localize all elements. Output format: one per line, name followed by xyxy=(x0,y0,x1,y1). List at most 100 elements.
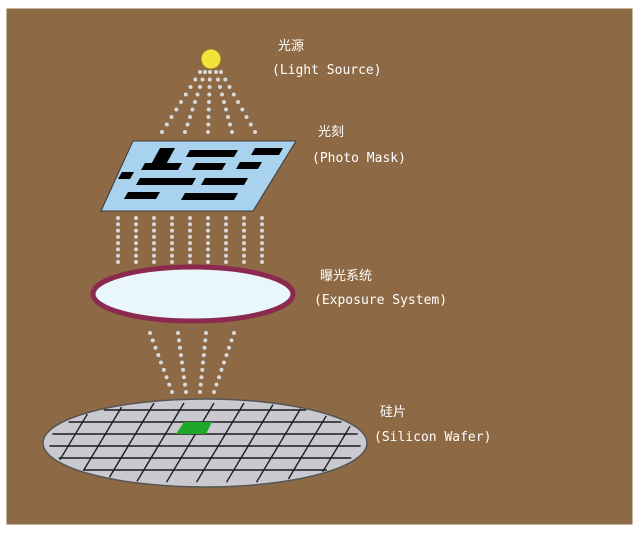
light-dot xyxy=(242,247,246,252)
light-dot xyxy=(227,85,232,89)
light-dot xyxy=(152,222,156,227)
light-dot xyxy=(152,247,156,252)
light-dot xyxy=(206,222,210,227)
light-dot xyxy=(179,353,183,358)
light-dot xyxy=(260,216,264,220)
light-dot xyxy=(116,216,120,220)
light-dot xyxy=(219,70,223,74)
mask-bar xyxy=(186,150,238,157)
light-dot xyxy=(116,228,120,233)
light-dot xyxy=(134,247,138,252)
light-dot xyxy=(230,130,234,134)
light-dot xyxy=(242,241,246,246)
light-dot xyxy=(206,247,210,252)
light-dot xyxy=(222,100,226,104)
light-dot xyxy=(179,100,183,104)
light-dot xyxy=(150,338,155,343)
light-dot xyxy=(178,345,182,350)
light-dot xyxy=(188,216,192,220)
light-dot xyxy=(208,70,212,74)
light-dot xyxy=(206,107,211,112)
light-dot xyxy=(153,345,158,350)
silicon-wafer-label-en: (Silicon Wafer) xyxy=(374,430,491,445)
mask-bar xyxy=(148,148,175,170)
mask-bar xyxy=(118,172,134,179)
light-dot xyxy=(188,247,192,252)
light-dot xyxy=(188,241,192,246)
light-dot xyxy=(148,331,152,335)
light-dot xyxy=(170,253,174,258)
light-dot xyxy=(206,260,210,264)
mask-bar xyxy=(251,148,283,155)
light-dot xyxy=(203,70,207,74)
wafer-disc xyxy=(42,398,368,488)
light-dot xyxy=(169,115,174,119)
exposure-system-label-cn: 曝光系统 xyxy=(320,269,372,284)
light-dot xyxy=(134,216,138,220)
wafer-grid-line xyxy=(255,408,302,483)
light-dot xyxy=(167,382,172,387)
light-dot xyxy=(152,241,156,246)
light-dot xyxy=(206,115,211,119)
light-dot xyxy=(184,390,188,394)
light-dot xyxy=(198,390,202,394)
photo-mask-label-cn: 光刻 xyxy=(318,125,344,140)
light-dot xyxy=(204,331,208,335)
light-dot xyxy=(224,216,228,220)
light-dot xyxy=(190,107,195,112)
light-dot xyxy=(170,228,174,233)
light-dot xyxy=(183,130,187,134)
light-dot xyxy=(232,331,236,335)
light-dot xyxy=(227,345,231,350)
light-dot xyxy=(116,234,120,239)
silicon-wafer-label-cn: 硅片 xyxy=(380,405,406,420)
light-dot xyxy=(207,92,212,97)
light-dot xyxy=(170,260,174,264)
light-dot xyxy=(152,234,156,239)
exposure-system-label-en: (Exposure System) xyxy=(314,293,447,308)
light-dot xyxy=(260,260,264,264)
light-dot xyxy=(206,216,210,220)
light-source-icon xyxy=(200,48,222,70)
light-dot xyxy=(161,367,166,372)
light-dot xyxy=(180,360,184,365)
photo-mask xyxy=(100,140,297,212)
wafer-grid-line xyxy=(136,402,185,482)
light-dot xyxy=(242,260,246,264)
light-source-label-en: (Light Source) xyxy=(272,63,382,78)
light-dot xyxy=(198,85,202,89)
light-dot xyxy=(207,77,212,82)
light-dot xyxy=(199,375,204,380)
light-dot xyxy=(188,85,193,89)
light-dot xyxy=(185,122,190,127)
wafer-grid-line xyxy=(83,406,123,471)
light-dot xyxy=(164,375,169,380)
light-dot xyxy=(216,77,220,82)
mask-bar xyxy=(136,178,196,185)
light-dot xyxy=(217,375,221,380)
light-dot xyxy=(218,85,222,89)
light-dot xyxy=(152,253,156,258)
light-dot xyxy=(222,360,226,365)
light-dot xyxy=(116,260,120,264)
light-dot xyxy=(223,77,228,82)
light-dot xyxy=(188,222,192,227)
light-dot xyxy=(198,382,203,387)
light-dot xyxy=(116,241,120,246)
light-dot xyxy=(181,367,185,372)
light-dot xyxy=(224,222,228,227)
photo-mask-label-en: (Photo Mask) xyxy=(312,151,406,166)
light-dot xyxy=(116,222,120,227)
light-dot xyxy=(159,360,163,365)
light-dot xyxy=(188,228,192,233)
light-dot xyxy=(164,122,169,127)
light-dot xyxy=(201,353,206,358)
light-dot xyxy=(260,241,264,246)
light-dot xyxy=(177,338,181,343)
wafer-grid-line xyxy=(165,402,215,483)
light-dot xyxy=(134,260,138,264)
light-dot xyxy=(200,77,205,82)
light-dot xyxy=(188,115,192,119)
light-dot xyxy=(231,92,236,97)
